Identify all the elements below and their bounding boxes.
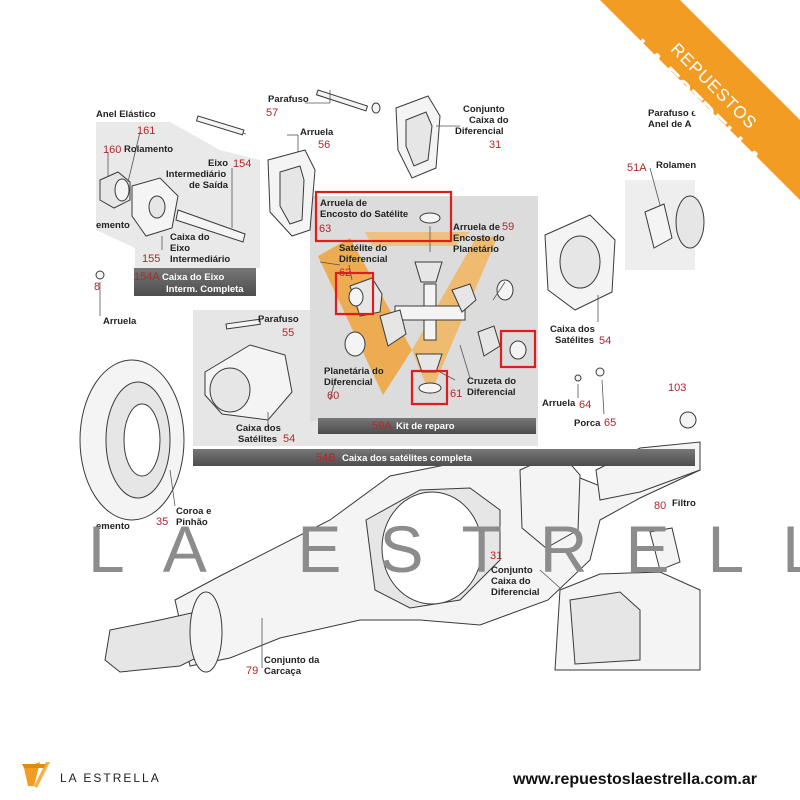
label-coroa-line1: Coroa e: [176, 506, 211, 517]
label-arruela-64: Arruela: [542, 398, 576, 409]
label-caixa-satelites-left-line2: Satélites: [238, 434, 277, 445]
band-154a: [134, 268, 256, 296]
label-rolamento-right: Rolamen: [656, 160, 696, 171]
highlight-63: [314, 190, 453, 243]
label-54b: 54B: [316, 452, 336, 464]
brand-watermark: LA ESTRELLA: [88, 512, 800, 586]
label-59: 59: [502, 221, 514, 233]
label-eixo-line1: Eixo: [208, 158, 228, 169]
label-porca-65: Porca: [574, 418, 601, 429]
label-57: 57: [266, 107, 278, 119]
label-80: 80: [654, 500, 666, 512]
top-differential-case-group: [267, 89, 460, 237]
label-caixa-eixo-line1: Caixa do: [170, 232, 210, 243]
label-conjunto-lower-line2: Caixa do: [491, 576, 531, 587]
highlight-62: [334, 271, 375, 316]
label-carcaca-line2: Carcaça: [264, 666, 302, 677]
label-54-left: 54: [283, 433, 295, 445]
label-emento-left: emento: [96, 521, 130, 532]
label-51a: 51A: [627, 162, 647, 174]
footer: LA ESTRELLA www.repuestoslaestrella.com.…: [22, 762, 757, 788]
label-60: 60: [327, 390, 339, 402]
label-154: 154: [233, 158, 251, 170]
label-eixo-line3: de Saída: [189, 180, 229, 191]
highlight-59: [499, 329, 537, 369]
label-161: 161: [137, 125, 155, 137]
label-carcaca-line1: Conjunto da: [264, 655, 320, 666]
label-61: 61: [450, 388, 462, 400]
label-conjunto-line3: Diferencial: [455, 126, 504, 137]
label-planetaria-line2: Diferencial: [324, 377, 373, 388]
label-conjunto-lower-line1: Conjunto: [491, 565, 533, 576]
label-154a: 154A: [134, 271, 160, 283]
label-arruela-satelite-line2: Encosto do Satélite: [320, 209, 408, 220]
label-satelite-line2: Diferencial: [339, 254, 388, 265]
label-arruela-satelite-line1: Arruela de: [320, 198, 367, 209]
label-155: 155: [142, 253, 160, 265]
band-54b-text: Caixa dos satélites completa: [342, 453, 473, 464]
part-labels: Anel Elástico 161 Rolamento 160 Eixo Int…: [94, 94, 697, 677]
label-anel-elastico: Anel Elástico: [96, 109, 156, 120]
label-satelite-line1: Satélite do: [339, 243, 387, 254]
label-65: 65: [604, 417, 616, 429]
label-64: 64: [579, 399, 591, 411]
label-caixa-eixo-line3: Intermediário: [170, 254, 230, 265]
label-35: 35: [156, 516, 168, 528]
right-bearing-group: [644, 167, 705, 249]
label-31-lower: 31: [490, 550, 502, 562]
label-eixo-line2: Intermediário: [166, 169, 226, 180]
label-emento-top: emento: [96, 220, 130, 231]
footer-brand-name: LA ESTRELLA: [60, 771, 161, 785]
label-cruzeta-line2: Diferencial: [467, 387, 516, 398]
repair-kit-parts: [319, 212, 527, 394]
label-coroa-line2: Pinhão: [176, 517, 208, 528]
label-parafuso-57: Parafuso: [268, 94, 309, 105]
label-caixa-eixo-line2: Eixo: [170, 243, 190, 254]
footer-website-url: www.repuestoslaestrella.com.ar: [512, 771, 757, 788]
label-8-left: 8: [94, 281, 100, 293]
label-103: 103: [668, 382, 686, 394]
label-63: 63: [319, 223, 331, 235]
label-conjunto-line1: Conjunto: [463, 104, 505, 115]
band-154a-line2: Interm. Completa: [166, 284, 244, 295]
label-filtro: Filtro: [672, 498, 696, 509]
intermediate-shaft-group: [95, 115, 247, 316]
footer-logo-icon: [22, 762, 50, 788]
satellite-housing-right: [544, 214, 616, 415]
label-caixa-satelites-right-line1: Caixa dos: [550, 324, 595, 335]
label-conjunto-line2: Caixa do: [469, 115, 509, 126]
label-55: 55: [282, 327, 294, 339]
label-conjunto-lower-line3: Diferencial: [491, 587, 540, 598]
label-parafuso-55: Parafuso: [258, 314, 299, 325]
highlight-boxes: [314, 190, 537, 406]
label-planetaria-line1: Planetária do: [324, 366, 384, 377]
label-rolamento-left: Rolamento: [124, 144, 173, 155]
label-cruzeta-line1: Cruzeta do: [467, 376, 516, 387]
label-31: 31: [489, 139, 501, 151]
label-59a: 59A: [372, 420, 392, 432]
highlight-61: [410, 369, 449, 406]
label-caixa-satelites-left-line1: Caixa dos: [236, 423, 281, 434]
ring-gear-group: [79, 359, 185, 521]
label-arruela-planetario-line2: Encosto do: [453, 233, 505, 244]
label-79: 79: [246, 665, 258, 677]
label-54-right: 54: [599, 335, 611, 347]
label-arruela-planetario-line1: Arruela de: [453, 222, 500, 233]
label-parafuso-anel-line2: Anel de A: [648, 119, 692, 130]
label-56: 56: [318, 139, 330, 151]
band-kit-reparo: [318, 418, 536, 434]
band-kit-reparo-text: Kit de reparo: [396, 421, 455, 432]
label-caixa-satelites-right-line2: Satélites: [555, 335, 594, 346]
satellite-housing-left: [204, 318, 336, 428]
band-54b: [193, 449, 695, 466]
band-154a-line1: Caixa do Eixo: [162, 272, 224, 283]
label-160: 160: [103, 144, 121, 156]
label-arruela-left: Arruela: [103, 316, 137, 327]
label-parafuso-anel-line1: Parafuso e: [648, 108, 697, 119]
label-arruela-planetario-line3: Planetário: [453, 244, 499, 255]
label-arruela-56: Arruela: [300, 127, 334, 138]
